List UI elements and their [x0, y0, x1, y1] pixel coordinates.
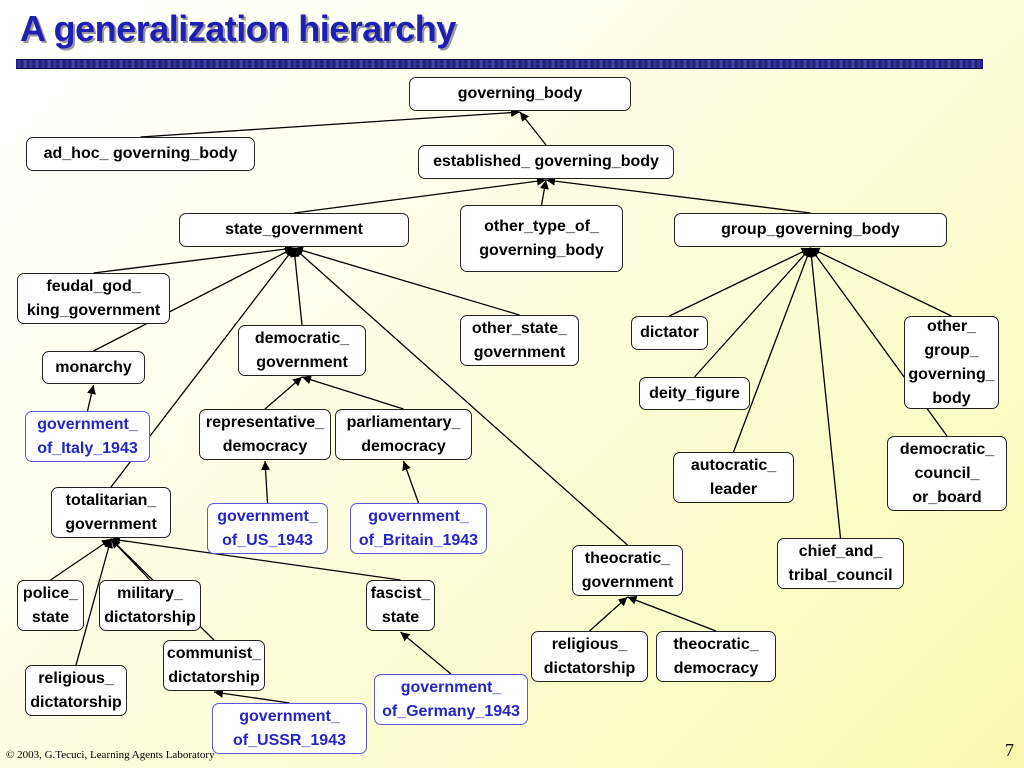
node-police-state: police_ state — [17, 580, 84, 631]
node-other-type-of-governing-body: other_type_of_ governing_body — [460, 205, 623, 272]
edge-police-state-to-totalitarian-government — [50, 538, 112, 581]
edge-democratic-government-to-state-government — [290, 247, 303, 326]
node-representative-democracy: representative_ democracy — [199, 409, 331, 460]
node-parliamentary-democracy: parliamentary_ democracy — [335, 409, 472, 460]
edge-religious-dictatorship-theo-to-theocratic-government — [589, 596, 628, 632]
node-dictator: dictator — [631, 316, 708, 350]
node-state-government: state_government — [179, 213, 409, 247]
node-religious-dictatorship-tot: religious_ dictatorship — [25, 665, 127, 716]
edge-group-governing-body-to-established-governing-body — [545, 176, 811, 214]
node-established-governing-body: established_ governing_body — [418, 145, 674, 179]
edge-ad-hoc-governing-body-to-governing-body — [140, 108, 521, 138]
node-communist-dictatorship: communist_ dictatorship — [163, 640, 265, 691]
edge-government-of-germany-1943-to-fascist-state — [400, 631, 452, 675]
edge-other-type-of-governing-body-to-established-governing-body — [539, 179, 549, 206]
edge-parliamentary-democracy-to-democratic-government — [301, 375, 404, 410]
node-government-of-italy-1943: government_ of_Italy_1943 — [25, 411, 150, 462]
edge-autocratic-leader-to-group-governing-body — [732, 247, 812, 453]
node-autocratic-leader: autocratic_ leader — [673, 452, 794, 503]
edge-feudal-god-king-government-to-state-government — [93, 244, 295, 274]
node-government-of-germany-1943: government_ of_Germany_1943 — [374, 674, 528, 725]
edge-government-of-britain-1943-to-parliamentary-democracy — [402, 460, 420, 504]
node-government-of-ussr-1943: government_ of_USSR_1943 — [212, 703, 367, 754]
node-fascist-state: fascist_ state — [366, 580, 435, 631]
slide-title: A generalization hierarchy — [20, 8, 456, 49]
page-number: 7 — [1005, 740, 1014, 760]
edge-theocratic-democracy-to-theocratic-government — [627, 596, 717, 632]
node-ad-hoc-governing-body: ad_hoc_ governing_body — [26, 137, 255, 171]
node-democratic-council-or-board: democratic_ council_ or_board — [887, 436, 1007, 511]
node-feudal-god-king-government: feudal_god_ king_government — [17, 273, 170, 324]
edge-government-of-italy-1943-to-monarchy — [86, 384, 96, 412]
edge-dictator-to-group-governing-body — [669, 247, 811, 317]
edge-other-group-governing-body-to-group-governing-body — [810, 247, 952, 317]
edge-government-of-ussr-1943-to-communist-dictatorship — [213, 688, 290, 704]
node-deity-figure: deity_figure — [639, 377, 750, 410]
node-religious-dictatorship-theo: religious_ dictatorship — [531, 631, 648, 682]
title-divider — [16, 59, 983, 69]
edge-government-of-us-1943-to-representative-democracy — [261, 460, 271, 504]
edge-state-government-to-established-governing-body — [293, 176, 547, 214]
edge-chief-and-tribal-council-to-group-governing-body — [806, 247, 842, 539]
node-government-of-us-1943: government_ of_US_1943 — [207, 503, 328, 554]
edge-monarchy-to-state-government — [93, 247, 295, 352]
edge-deity-figure-to-group-governing-body — [694, 247, 811, 378]
node-government-of-britain-1943: government_ of_Britain_1943 — [350, 503, 487, 554]
node-governing-body: governing_body — [409, 77, 631, 111]
node-theocratic-government: theocratic_ government — [572, 545, 683, 596]
edge-other-state-government-to-state-government — [293, 246, 520, 316]
node-democratic-government: democratic_ government — [238, 325, 366, 376]
edge-fascist-state-to-totalitarian-government — [110, 535, 401, 581]
edge-representative-democracy-to-democratic-government — [264, 376, 303, 410]
edge-religious-dictatorship-tot-to-totalitarian-government — [75, 538, 113, 666]
node-monarchy: monarchy — [42, 351, 145, 384]
node-chief-and-tribal-council: chief_and_ tribal_council — [777, 538, 904, 589]
node-totalitarian-government: totalitarian_ government — [51, 487, 171, 538]
node-group-governing-body: group_governing_body — [674, 213, 947, 247]
edge-theocratic-government-to-state-government — [293, 247, 628, 546]
node-theocratic-democracy: theocratic_ democracy — [656, 631, 776, 682]
edge-established-governing-body-to-governing-body — [519, 111, 547, 146]
footer-copyright: © 2003, G.Tecuci, Learning Agents Labora… — [6, 749, 215, 761]
node-other-group-governing-body: other_ group_ governing_ body — [904, 316, 999, 409]
node-military-dictatorship: military_ dictatorship — [99, 580, 201, 631]
node-other-state-government: other_state_ government — [460, 315, 579, 366]
